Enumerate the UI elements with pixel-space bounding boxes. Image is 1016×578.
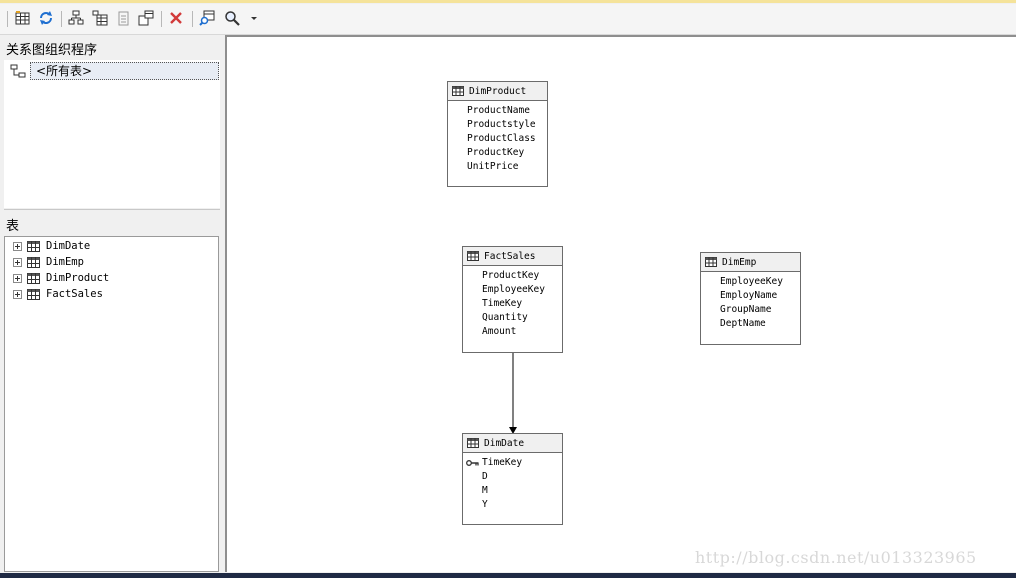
diagram-list: <所有表>	[4, 60, 220, 208]
column-row[interactable]: TimeKey	[482, 298, 523, 309]
column-row[interactable]: DeptName	[720, 318, 766, 329]
tree-item-label: DimEmp	[46, 256, 84, 268]
column-row[interactable]: ProductClass	[467, 133, 536, 144]
table-icon	[705, 257, 717, 267]
add-table-icon[interactable]	[15, 10, 31, 26]
column-row-primary-key[interactable]: TimeKey	[463, 456, 562, 470]
column-row[interactable]: Amount	[482, 326, 517, 337]
dropdown-arrow-icon[interactable]	[246, 10, 262, 26]
refresh-icon[interactable]	[38, 10, 54, 26]
table-header[interactable]: DimProduct	[448, 82, 547, 101]
diagram-canvas[interactable]: DimProduct ProductName Productstyle Prod…	[225, 35, 1016, 572]
column-row[interactable]: ProductKey	[482, 270, 540, 281]
table-title: DimDate	[484, 437, 525, 449]
table-icon	[27, 240, 40, 252]
column-row[interactable]: UnitPrice	[467, 161, 519, 172]
table-dimproduct[interactable]: DimProduct ProductName Productstyle Prod…	[447, 81, 548, 187]
expand-icon[interactable]	[13, 241, 22, 251]
tables-panel-title: 表	[6, 219, 20, 234]
expand-icon[interactable]	[13, 257, 22, 267]
table-icon	[27, 288, 40, 300]
column-row[interactable]: ProductName	[467, 105, 530, 116]
table-title: DimProduct	[469, 85, 527, 97]
table-icon	[452, 86, 464, 96]
table-header[interactable]: DimEmp	[701, 253, 800, 272]
column-row[interactable]: GroupName	[720, 304, 772, 315]
table-icon	[467, 438, 479, 448]
table-header[interactable]: FactSales	[463, 247, 562, 266]
table-dimdate[interactable]: DimDate TimeKey D M Y	[462, 433, 563, 525]
diagram-icon	[10, 64, 26, 78]
tree-item-dimdate[interactable]: DimDate	[13, 238, 90, 254]
toolbar-separator	[7, 11, 8, 27]
panel-splitter[interactable]	[4, 209, 220, 210]
column-row[interactable]: Y	[482, 499, 488, 510]
expand-icon[interactable]	[13, 289, 22, 299]
autosize-icon[interactable]	[138, 10, 154, 26]
taskbar-edge	[0, 573, 1016, 578]
table-title: DimEmp	[722, 256, 757, 268]
tree-item-label: DimProduct	[46, 272, 110, 284]
tree-item-label: DimDate	[46, 240, 91, 252]
diagram-panel-title: 关系图组织程序	[6, 43, 98, 58]
table-title: FactSales	[484, 250, 536, 262]
table-icon	[27, 272, 40, 284]
table-icon	[467, 251, 479, 261]
diagram-item-all-tables[interactable]: <所有表>	[10, 62, 219, 80]
table-factsales[interactable]: FactSales ProductKey EmployeeKey TimeKey…	[462, 246, 563, 353]
column-row[interactable]: EmployName	[720, 290, 778, 301]
tree-item-label: FactSales	[46, 288, 103, 300]
relationship-lines	[509, 353, 517, 434]
tree-item-dimproduct[interactable]: DimProduct	[13, 270, 109, 286]
tree-item-dimemp[interactable]: DimEmp	[13, 254, 84, 270]
column-row[interactable]: D	[482, 471, 488, 482]
delete-icon[interactable]	[168, 10, 184, 26]
show-table-icon[interactable]	[199, 10, 215, 26]
column-row[interactable]: Productstyle	[467, 119, 536, 130]
column-row[interactable]: EmployeeKey	[482, 284, 545, 295]
toolbar-separator	[192, 11, 193, 27]
column-row[interactable]: M	[482, 485, 488, 496]
table-header[interactable]: DimDate	[463, 434, 562, 453]
arrange-tables-icon[interactable]	[68, 10, 84, 26]
column-row[interactable]: ProductKey	[467, 147, 525, 158]
zoom-icon[interactable]	[224, 10, 240, 26]
title-accent-bar	[0, 0, 1016, 3]
toolbar-separator	[161, 11, 162, 27]
tables-tree: DimDate DimEmp DimProduct FactSales	[4, 236, 219, 572]
column-row[interactable]: Quantity	[482, 312, 528, 323]
new-text-annotation-icon[interactable]	[115, 10, 131, 26]
diagram-item-label: <所有表>	[30, 62, 219, 80]
watermark-text: http://blog.csdn.net/u013323965	[695, 548, 977, 567]
table-icon	[27, 256, 40, 268]
toolbar-separator	[61, 11, 62, 27]
toolbar	[0, 4, 1016, 35]
add-related-tables-icon[interactable]	[92, 10, 108, 26]
primary-key-icon	[466, 460, 479, 466]
tree-item-factsales[interactable]: FactSales	[13, 286, 103, 302]
column-label: TimeKey	[482, 457, 523, 468]
column-row[interactable]: EmployeeKey	[720, 276, 783, 287]
expand-icon[interactable]	[13, 273, 22, 283]
table-dimemp[interactable]: DimEmp EmployeeKey EmployName GroupName …	[700, 252, 801, 345]
relationship-arrow-icon	[509, 427, 517, 434]
